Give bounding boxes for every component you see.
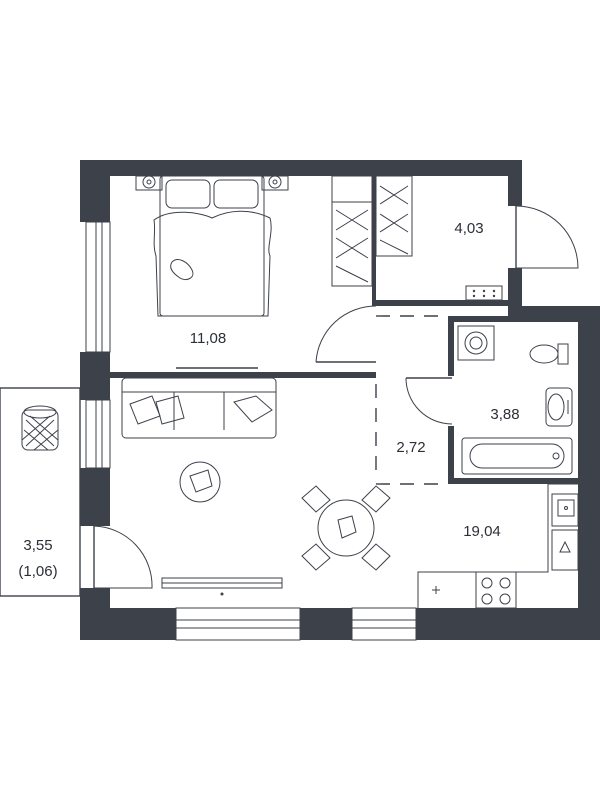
doors bbox=[93, 205, 579, 589]
fridge-icon bbox=[551, 529, 579, 571]
bedroom-closet-partition bbox=[372, 176, 376, 306]
balcony-reduced-area-label: (1,06) bbox=[18, 563, 57, 580]
bath-west-partition-upper bbox=[448, 316, 454, 376]
wardrobe-icon bbox=[375, 175, 413, 257]
bathroom-area-label: 3,88 bbox=[490, 406, 519, 423]
double-bed-icon bbox=[153, 175, 272, 317]
east-wall-lower bbox=[578, 306, 600, 640]
bedroom-area-label: 11,08 bbox=[190, 330, 226, 347]
chair-icon bbox=[301, 543, 331, 571]
toilet-icon bbox=[529, 343, 569, 365]
window-icon bbox=[175, 607, 301, 641]
bathroom-furniture bbox=[457, 325, 573, 475]
chair-icon bbox=[361, 485, 391, 513]
laundry-basket-icon bbox=[21, 405, 59, 451]
nightstand-icon bbox=[135, 175, 163, 191]
balcony-area-label: 3,55 bbox=[23, 537, 52, 554]
bedroom-furniture bbox=[135, 175, 373, 369]
shoe-rack-icon bbox=[465, 285, 503, 301]
door-icon bbox=[93, 525, 153, 589]
interior-walls bbox=[110, 176, 578, 485]
kitchen-furniture bbox=[417, 483, 579, 609]
living-furniture bbox=[121, 377, 391, 596]
outlet-icon bbox=[432, 586, 440, 594]
hall-area-label: 2,72 bbox=[396, 439, 425, 456]
closet-area-label: 4,03 bbox=[454, 220, 483, 237]
door-icon bbox=[315, 305, 377, 363]
east-wall-upper-2 bbox=[508, 268, 522, 310]
exterior-walls bbox=[80, 160, 600, 640]
wardrobe-icon bbox=[331, 175, 373, 287]
tv-stand-icon bbox=[161, 577, 283, 596]
window-icon bbox=[85, 221, 111, 353]
bath-north-partition bbox=[448, 316, 578, 322]
chair-icon bbox=[361, 543, 391, 571]
west-wall-mid bbox=[80, 352, 110, 400]
living-kitchen-area-label: 19,04 bbox=[463, 523, 501, 540]
south-wall-3 bbox=[416, 608, 600, 640]
door-icon bbox=[405, 377, 453, 425]
west-wall-lower bbox=[80, 468, 110, 526]
kitchen-counter bbox=[417, 483, 578, 608]
closet-south-partition bbox=[376, 300, 508, 306]
balcony bbox=[0, 387, 81, 597]
window-icon bbox=[351, 607, 417, 641]
east-wall-upper bbox=[508, 160, 522, 206]
door-icon bbox=[515, 205, 579, 269]
sofa-icon bbox=[121, 377, 277, 439]
bath-west-partition-lower bbox=[448, 426, 454, 484]
nightstand-icon bbox=[261, 175, 289, 191]
kitchen-sink-icon bbox=[551, 493, 579, 527]
dining-table-icon bbox=[317, 499, 375, 557]
bathtub-icon bbox=[461, 437, 573, 475]
bath-south-partition bbox=[448, 478, 578, 484]
closet-furniture bbox=[375, 175, 503, 301]
west-wall-top bbox=[80, 160, 110, 222]
south-wall-2 bbox=[300, 608, 352, 640]
chair-icon bbox=[301, 485, 331, 513]
washing-machine-icon bbox=[457, 325, 495, 361]
stove-icon bbox=[475, 571, 517, 609]
south-wall-1 bbox=[80, 608, 176, 640]
windows bbox=[85, 221, 417, 641]
sink-icon bbox=[545, 387, 573, 427]
coffee-table-icon bbox=[179, 461, 221, 503]
balcony-outline bbox=[0, 387, 81, 597]
bedroom-living-partition bbox=[110, 372, 376, 378]
north-wall bbox=[80, 160, 522, 176]
area-labels: 11,08 4,03 3,88 2,72 19,04 3,55 (1,06) bbox=[18, 220, 519, 580]
window-icon bbox=[85, 399, 111, 469]
